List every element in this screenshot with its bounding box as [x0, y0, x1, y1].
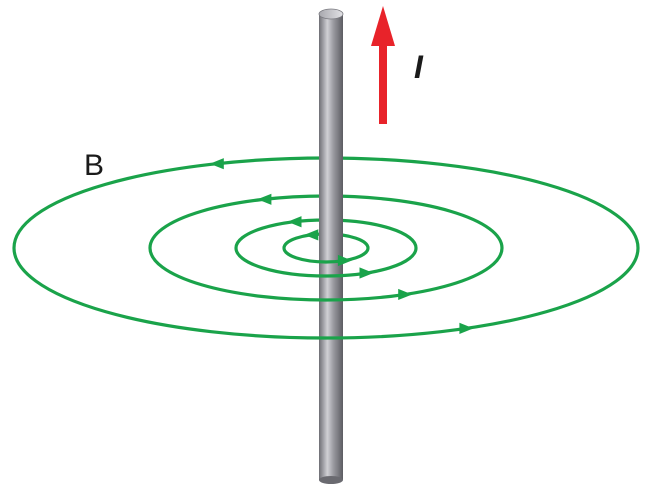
current-label: I	[414, 49, 424, 85]
field-loop-2-arrow-top	[257, 193, 272, 205]
field-label: B	[84, 149, 104, 182]
field-loop-1-front	[12, 247, 640, 340]
field-loop-3-arrow-bottom	[359, 267, 374, 279]
field-loop-4-arrow-top	[304, 229, 319, 241]
field-loop-2-arrow-bottom	[398, 288, 413, 301]
conducting-wire	[318, 8, 344, 484]
field-loops-front	[12, 247, 640, 340]
field-loop-4-front	[282, 247, 370, 264]
field-loop-3-front	[234, 247, 418, 278]
field-loop-2-front	[148, 247, 504, 302]
field-loop-1-arrow-bottom	[459, 322, 474, 334]
field-direction-arrows	[209, 158, 474, 334]
field-loop-1-arrow-top	[209, 158, 224, 170]
current-direction-arrow	[371, 6, 395, 124]
field-loop-3-arrow-top	[287, 216, 302, 228]
field-loop-4-arrow-bottom	[337, 254, 352, 267]
